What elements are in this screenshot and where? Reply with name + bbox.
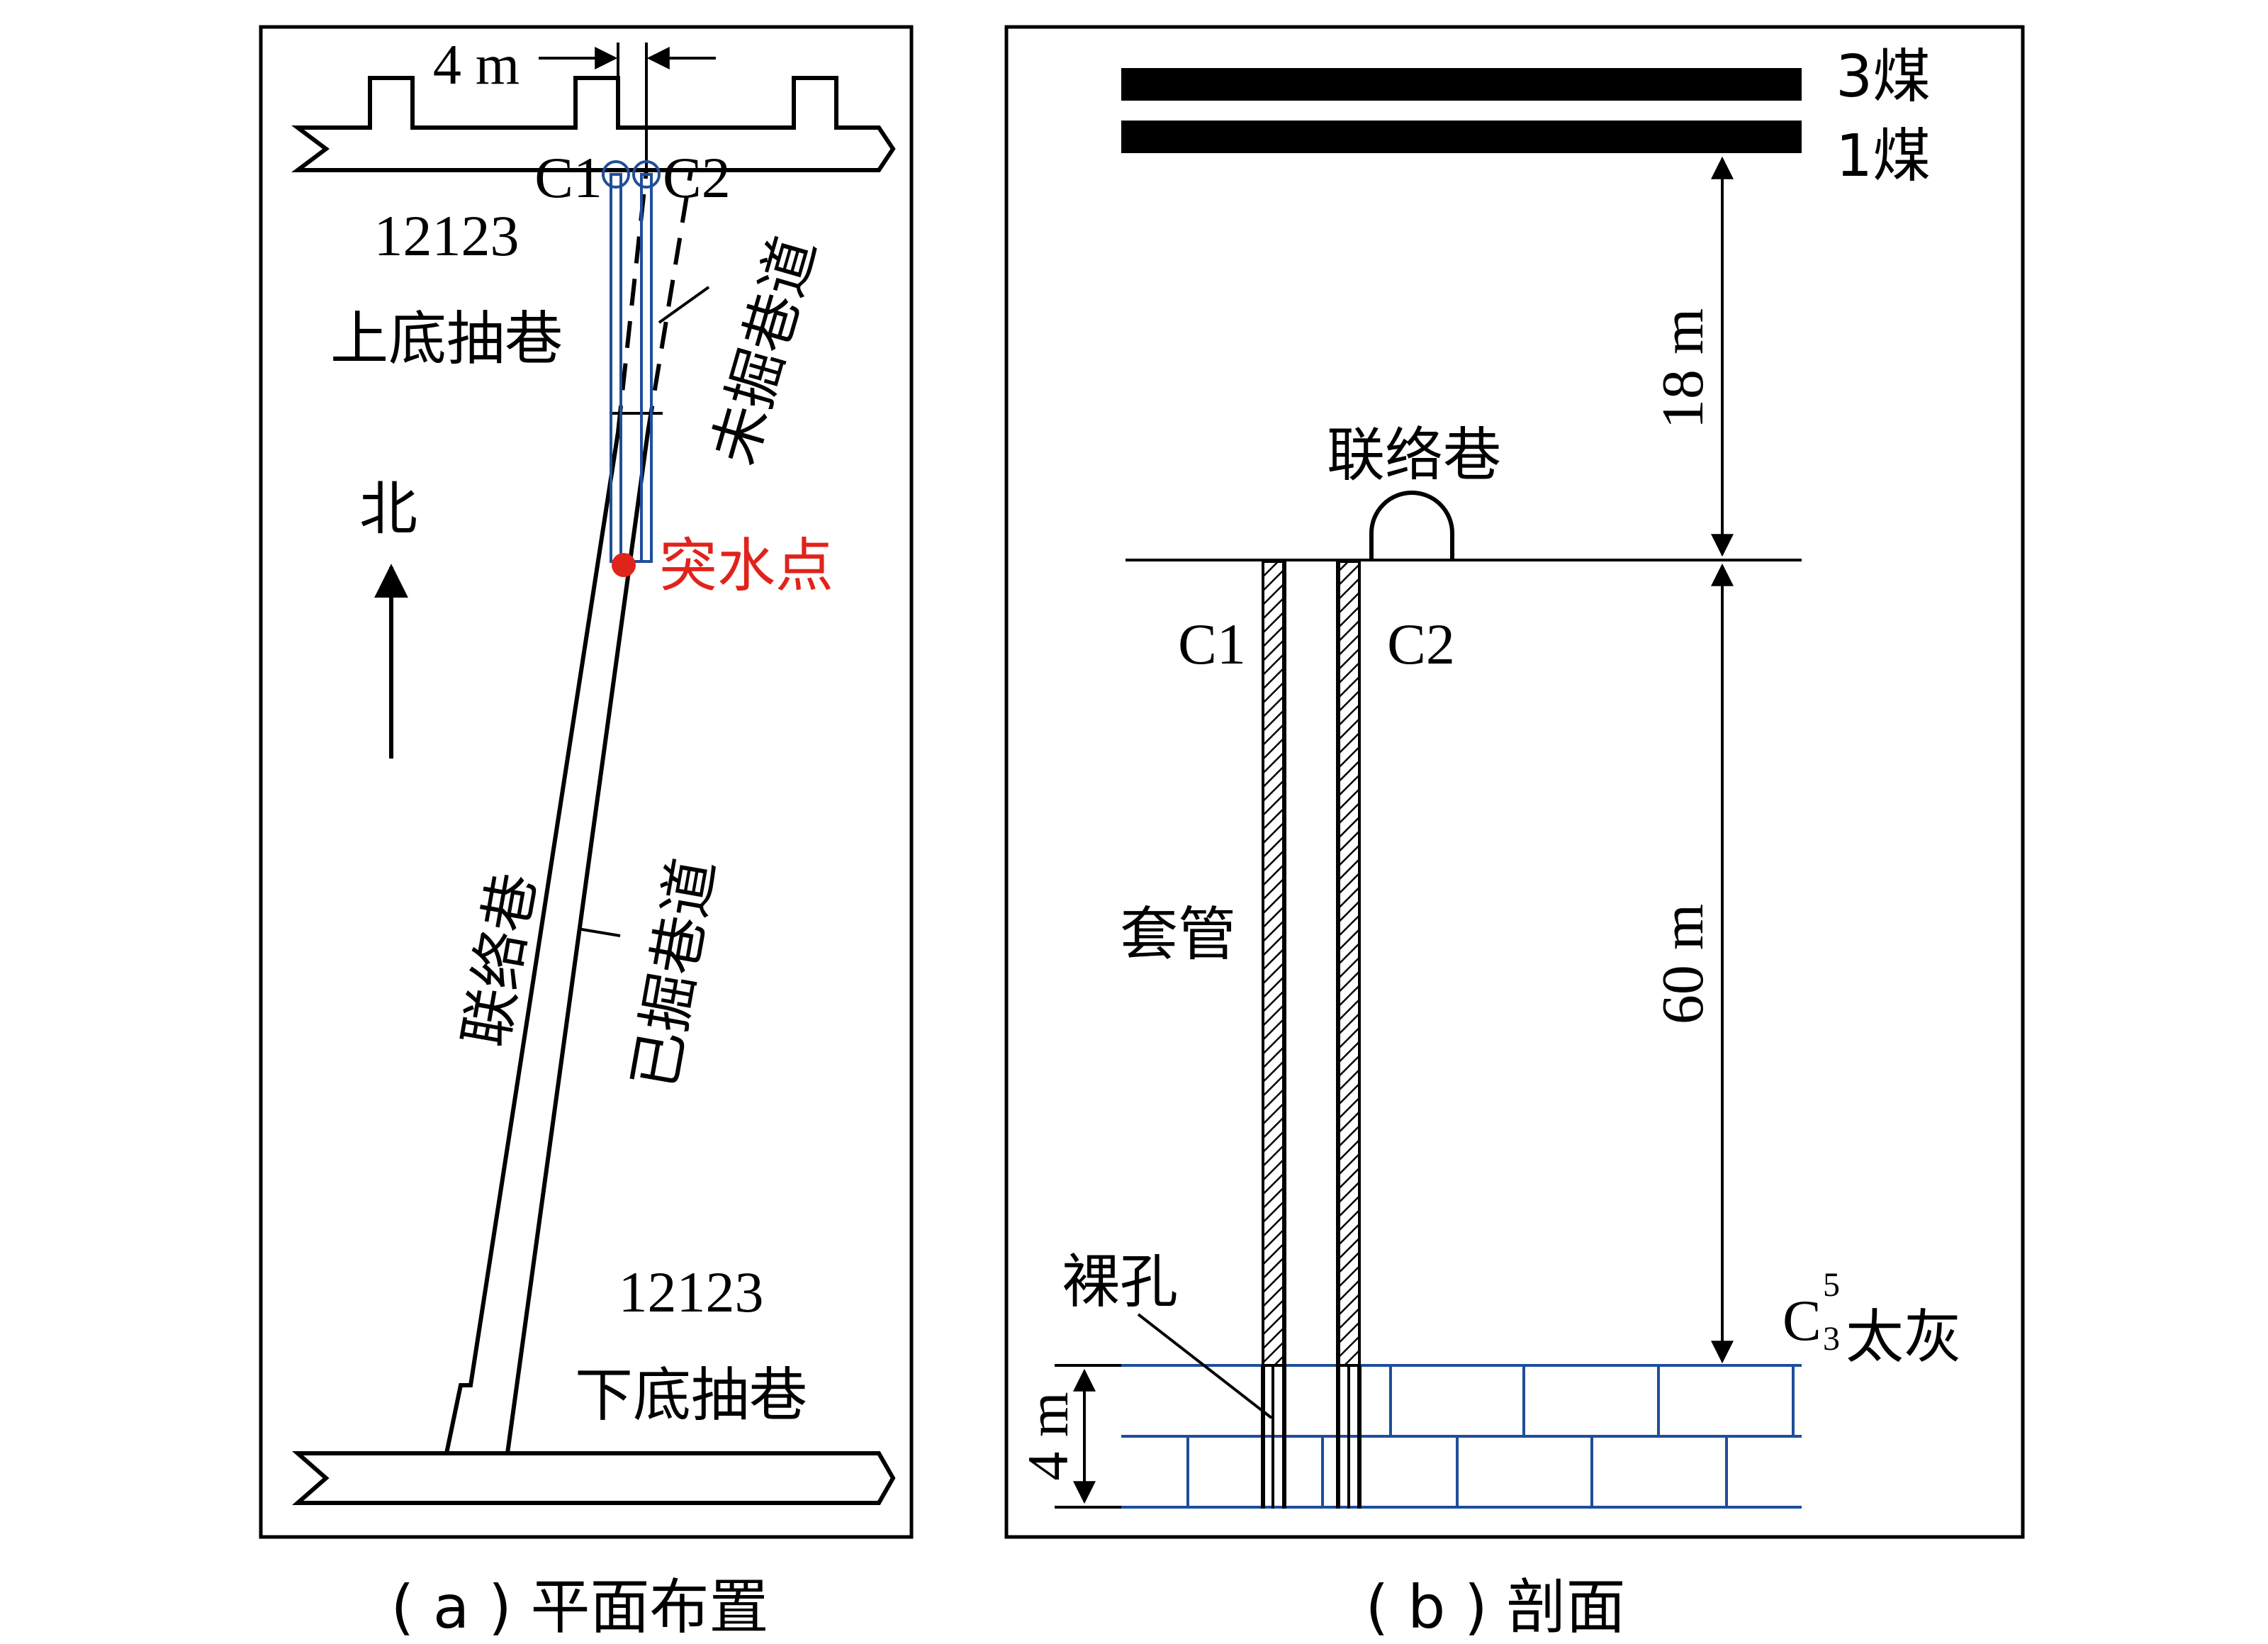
lower-roadway-name: 下底抽巷: [575, 1362, 807, 1429]
coal-seam-3: [1121, 68, 1802, 101]
borehole-c1-circle: [602, 160, 630, 189]
open-hole-label: 裸孔: [1062, 1248, 1178, 1316]
boreholes-plan: C1 C2: [534, 145, 731, 563]
dim-60m-label: 60 m: [1650, 904, 1716, 1024]
north-label: 北: [359, 476, 417, 543]
c2-plan-label: C2: [663, 145, 731, 210]
upper-roadway-name: 上底抽巷: [330, 306, 563, 373]
panel-b: 3煤 1煤 联络巷 18 m 60 m: [1004, 25, 2025, 1642]
dimension-4m-top: 4 m: [433, 34, 716, 177]
limestone-base: C: [1783, 1288, 1821, 1353]
c1-section-label: C1: [1178, 612, 1246, 676]
limestone-name: 太灰: [1846, 1304, 1962, 1371]
inrush-point-label: 突水点: [659, 532, 833, 600]
borehole-c1-plan: [610, 173, 622, 563]
coal-3-label: 3煤: [1836, 43, 1931, 111]
limestone-layer: [1121, 1364, 1802, 1509]
dim-4m-label: 4 m: [433, 34, 520, 96]
c2-section-label: C2: [1387, 612, 1455, 676]
unexcavated-label: 未掘巷道: [700, 230, 829, 471]
lower-roadway: [292, 1451, 896, 1505]
upper-roadway: [291, 76, 896, 172]
borehole-c2-section: [1336, 560, 1362, 1509]
panel-a: 4 m C1 C2 突水点 1: [259, 25, 914, 1642]
liaison-arch: [1369, 491, 1454, 560]
dim-18m-label: 18 m: [1650, 308, 1716, 429]
c1-plan-label: C1: [534, 145, 602, 210]
open-hole-leader: [1137, 1313, 1273, 1419]
lower-roadway-id: 12123: [619, 1260, 764, 1324]
liaison-section-label: 联络巷: [1327, 422, 1501, 489]
borehole-c2-circle: [632, 160, 661, 189]
caption-b: ( b ) 剖面: [1366, 1572, 1626, 1642]
panel-a-frame: [259, 25, 914, 1539]
limestone-label: C 5 3 太灰: [1783, 1266, 1962, 1371]
panel-b-frame: [1004, 25, 2025, 1539]
casing-label: 套管: [1120, 901, 1236, 968]
limestone-sub: 3: [1823, 1320, 1840, 1358]
inrush-point-marker: [612, 553, 636, 577]
coal-1-label: 1煤: [1836, 123, 1931, 190]
limestone-sup: 5: [1823, 1266, 1840, 1304]
liaison-plan-label: 联络巷: [452, 868, 549, 1052]
excavated-label: 已掘巷道: [621, 854, 728, 1095]
caption-a: ( a ) 平面布置: [391, 1572, 768, 1642]
borehole-c1-section: [1261, 560, 1286, 1509]
coal-seam-1: [1121, 121, 1802, 153]
dim-4m-bottom-label: 4 m: [1016, 1392, 1080, 1480]
borehole-c2-plan: [640, 173, 653, 563]
upper-roadway-id: 12123: [374, 203, 520, 268]
